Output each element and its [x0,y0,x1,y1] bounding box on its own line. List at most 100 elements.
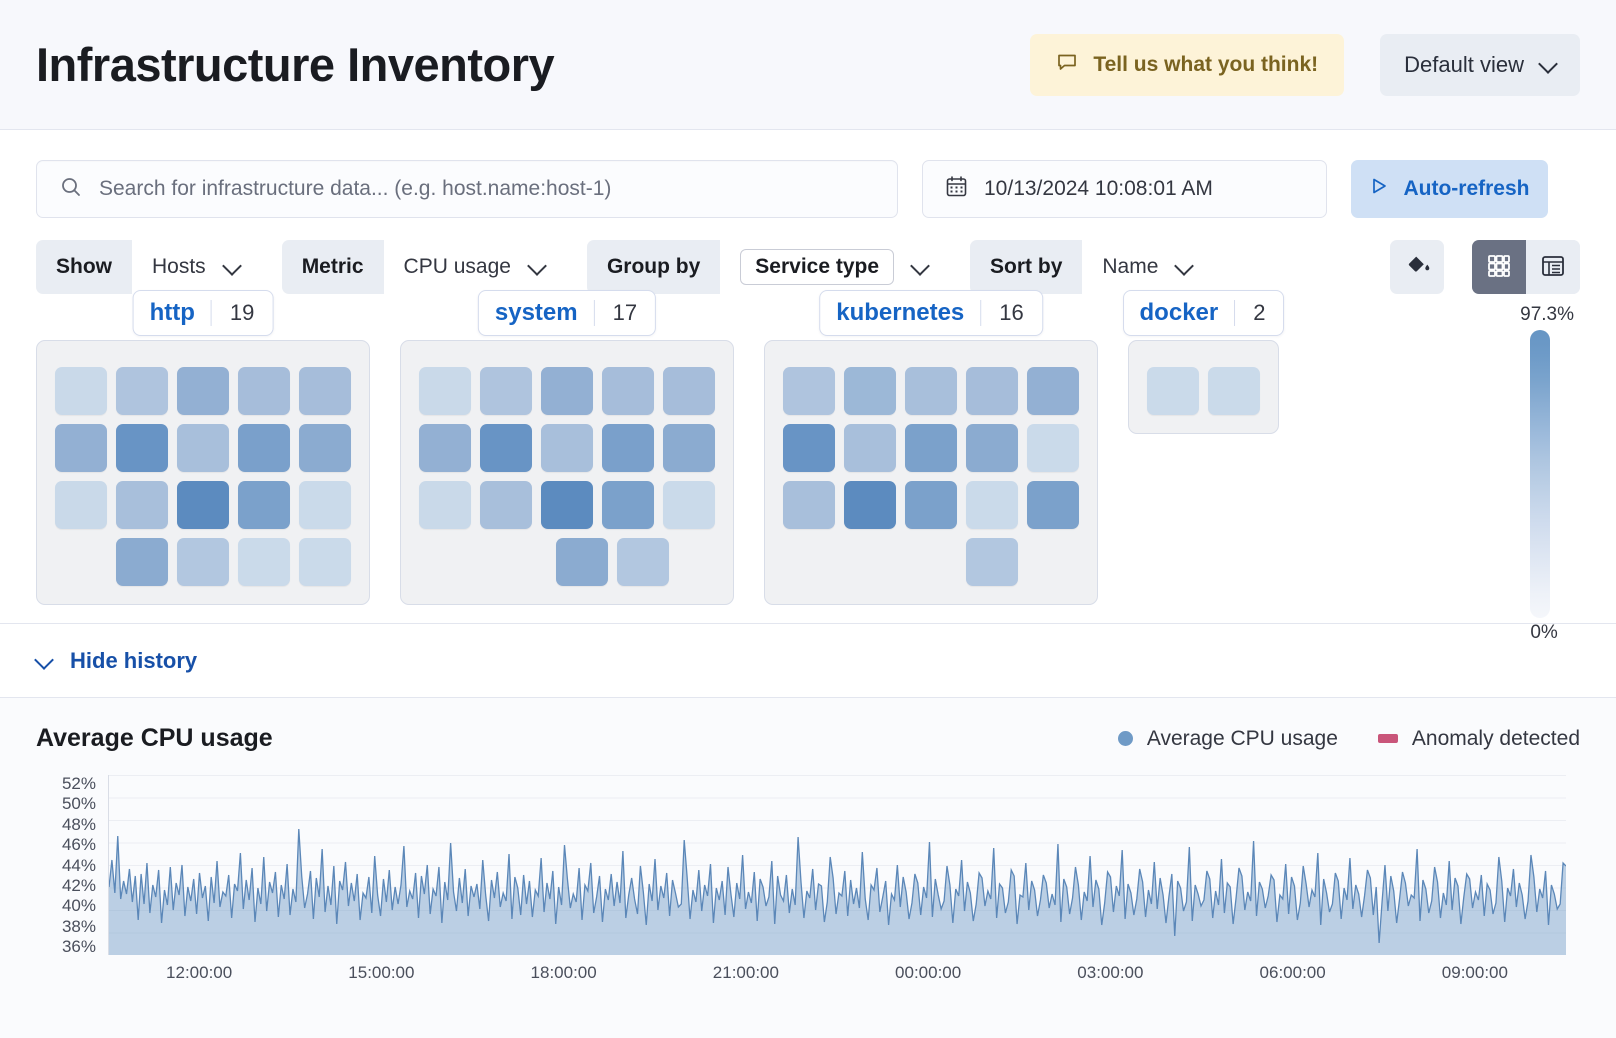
hide-history-button[interactable]: Hide history [36,648,197,674]
waffle-cell[interactable] [55,481,107,529]
waffle-cell[interactable] [905,367,957,415]
paint-bucket-button[interactable] [1390,240,1444,294]
waffle-cell[interactable] [663,367,715,415]
chart-plot-area[interactable] [108,775,1566,955]
filter-sort-by-value-button[interactable]: Name [1082,240,1213,294]
waffle-cell[interactable] [238,367,290,415]
waffle-cell[interactable] [238,424,290,472]
waffle-cell[interactable] [541,481,593,529]
waffle-cell[interactable] [1027,481,1079,529]
waffle-cell[interactable] [1147,367,1199,415]
chevron-down-icon [529,259,545,275]
waffle-cell[interactable] [116,367,168,415]
search-input[interactable] [99,177,875,201]
waffle-cell[interactable] [1027,367,1079,415]
waffle-cell[interactable] [299,538,351,586]
feedback-button[interactable]: Tell us what you think! [1030,33,1345,96]
default-view-button[interactable]: Default view [1380,33,1580,96]
waffle-cell[interactable] [844,481,896,529]
grid-view-button[interactable] [1472,240,1526,294]
waffle-cell[interactable] [299,424,351,472]
search-box[interactable] [36,160,898,218]
group-name[interactable]: kubernetes [836,299,965,326]
waffle-cell[interactable] [177,538,229,586]
waffle-cell[interactable] [116,481,168,529]
waffle-cell[interactable] [783,424,835,472]
y-tick-label: 46% [61,835,96,855]
hide-history-label: Hide history [70,647,198,673]
filter-sort-by[interactable]: Sort by Name [970,240,1213,294]
header-actions: Tell us what you think! Default view [1030,33,1580,96]
waffle-cell[interactable] [177,481,229,529]
x-tick-label: 18:00:00 [530,963,597,982]
legend-item-average-cpu-usage[interactable]: Average CPU usage [1117,727,1338,751]
waffle-cell[interactable] [663,424,715,472]
datepicker[interactable]: 10/13/2024 10:08:01 AM [922,160,1327,218]
waffle-cell[interactable] [480,481,532,529]
waffle-cell[interactable] [541,367,593,415]
waffle-cell[interactable] [905,481,957,529]
waffle-cell[interactable] [966,481,1018,529]
waffle-cell[interactable] [480,424,532,472]
waffle-cell[interactable] [419,367,471,415]
waffle-cell[interactable] [55,424,107,472]
y-tick-label: 52% [61,774,96,793]
group-name[interactable]: docker [1139,299,1219,326]
waffle-cell[interactable] [783,481,835,529]
waffle-cell[interactable] [602,424,654,472]
waffle-cell[interactable] [299,367,351,415]
y-tick-label: 50% [61,794,96,814]
filter-metric-value-button[interactable]: CPU usage [383,240,565,294]
waffle-cell[interactable] [602,367,654,415]
table-view-button[interactable] [1526,240,1580,294]
waffle-cell[interactable] [177,424,229,472]
legend-item-anomaly-detected[interactable]: Anomaly detected [1377,727,1580,751]
chart-area-fill [109,829,1566,955]
grid-view-icon [1486,253,1512,282]
waffle-cell[interactable] [238,481,290,529]
waffle-cell[interactable] [116,424,168,472]
waffle-cell[interactable] [617,538,670,586]
chart-y-axis: 52%50%48%46%44%42%40%38%36% [36,775,96,955]
group-name[interactable]: http [149,299,195,326]
chevron-down-icon [1176,259,1192,275]
waffle-cell[interactable] [844,424,896,472]
waffle-cell[interactable] [602,481,654,529]
waffle-cell[interactable] [556,538,609,586]
feedback-label: Tell us what you think! [1093,52,1319,76]
waffle-cell[interactable] [663,481,715,529]
waffle-cell[interactable] [480,367,532,415]
group-name[interactable]: system [494,299,578,326]
waffle-cell[interactable] [844,367,896,415]
waffle-cell[interactable] [966,367,1018,415]
waffle-cell[interactable] [419,481,471,529]
filter-show-value-button[interactable]: Hosts [132,240,260,294]
waffle-cell[interactable] [1027,424,1079,472]
waffle-cell[interactable] [966,538,1018,586]
filter-metric[interactable]: Metric CPU usage [281,240,565,294]
filter-group-by[interactable]: Group by Service type [586,240,949,294]
filter-show[interactable]: Show Hosts [36,240,260,294]
default-view-label: Default view [1404,51,1524,77]
waffle-cell[interactable] [1208,367,1260,415]
waffle-cell[interactable] [419,424,471,472]
waffle-cell[interactable] [116,538,168,586]
filter-group-by-value-button[interactable]: Service type [720,240,949,294]
waffle-cell[interactable] [177,367,229,415]
waffle-cell[interactable] [299,481,351,529]
auto-refresh-button[interactable]: Auto-refresh [1351,160,1548,218]
waffle-cell[interactable] [541,424,593,472]
waffle-row [783,367,1079,415]
waffle-cell[interactable] [238,538,290,586]
waffle-cell[interactable] [783,367,835,415]
comment-icon [1056,51,1078,79]
waffle-cell[interactable] [55,367,107,415]
waffle-cell[interactable] [905,424,957,472]
waffle-cell[interactable] [966,424,1018,472]
